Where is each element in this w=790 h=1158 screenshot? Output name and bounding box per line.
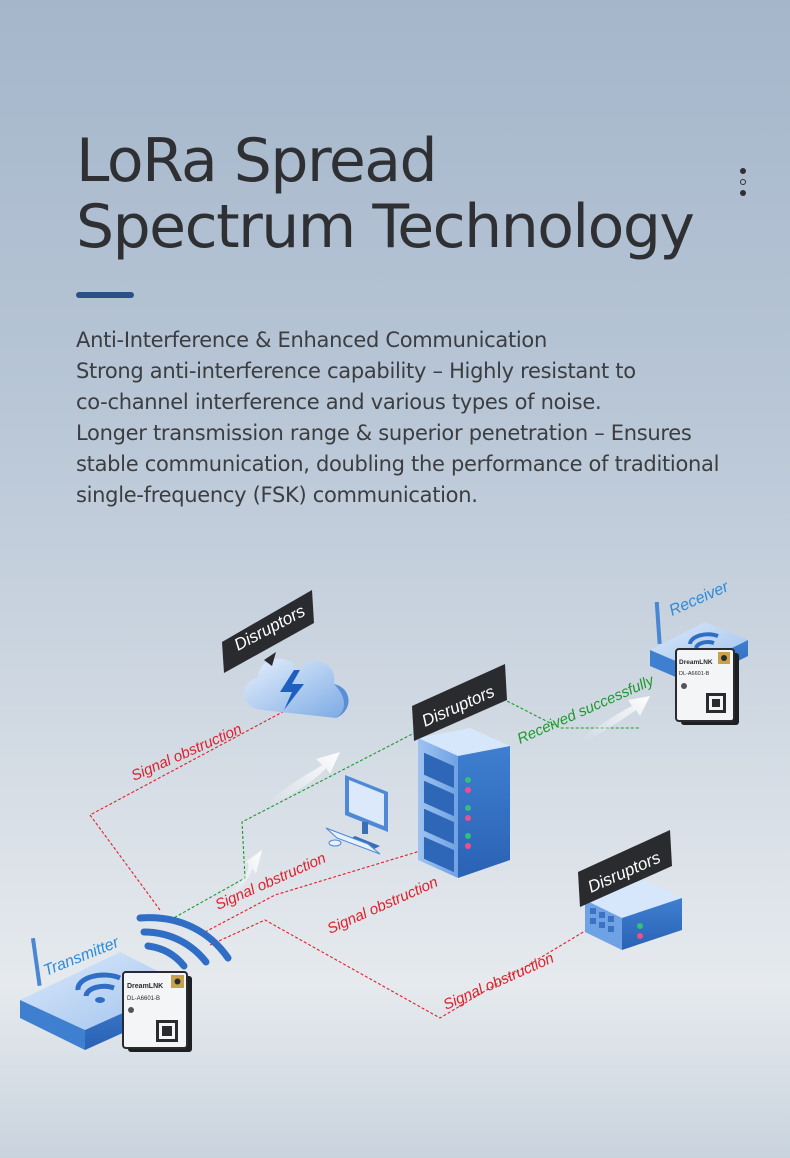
interference-diagram: DreamLNK DL-A6601-B DreamLNK DL-A6601-B … <box>20 578 748 1052</box>
intro-line-4: Longer transmission range & superior pen… <box>76 421 692 445</box>
transmitter-module-brand: DreamLNK <box>127 983 163 990</box>
receiver-module-icon: DreamLNK DL-A6601-B <box>675 648 739 725</box>
title-line-2: Spectrum Technology <box>76 192 695 262</box>
receiver-module-model: DL-A6601-B <box>679 671 710 677</box>
intro-line-1: Anti-Interference & Enhanced Communicati… <box>76 328 547 352</box>
obstruction-label-switch: Signal obstruction <box>441 950 557 1014</box>
dot-icon <box>740 190 746 196</box>
flow-arrow-1 <box>230 850 262 896</box>
flow-arrows <box>230 696 650 896</box>
transmitter-module-model: DL-A6601-B <box>127 996 160 1002</box>
obstruction-label-server: Signal obstruction <box>325 874 441 938</box>
intro-line-6: single-frequency (FSK) communication. <box>76 483 478 507</box>
transmitter-module-icon: DreamLNK DL-A6601-B <box>122 971 192 1052</box>
dot-icon <box>740 179 746 185</box>
flow-arrow-2 <box>270 752 340 806</box>
intro-line-2: Strong anti-interference capability – Hi… <box>76 359 636 383</box>
server-icon <box>418 728 510 878</box>
more-options-icon[interactable] <box>738 168 748 200</box>
red-path-server <box>204 847 431 933</box>
intro-line-3: co-channel interference and various type… <box>76 390 602 414</box>
title-accent-bar <box>76 292 134 298</box>
dot-icon <box>740 168 746 174</box>
title-line-1: LoRa Spread <box>76 126 438 196</box>
signal-paths <box>89 699 640 1019</box>
disruptor-tag-cloud: Disruptors <box>222 590 314 673</box>
disruptor-tag-server: Disruptors <box>412 664 507 741</box>
computer-icon <box>325 775 388 855</box>
receiver-module-brand: DreamLNK <box>679 659 713 666</box>
red-path-switch <box>209 919 601 1019</box>
obstruction-label-cloud: Signal obstruction <box>129 721 245 785</box>
intro-text: Anti-Interference & Enhanced Communicati… <box>76 325 766 511</box>
receiver-label: Receiver <box>667 578 732 619</box>
intro-line-5: stable communication, doubling the perfo… <box>76 452 720 476</box>
obstruction-label-computer: Signal obstruction <box>213 850 329 914</box>
flow-arrow-3 <box>585 696 650 742</box>
radio-waves-icon <box>136 914 232 970</box>
page-title: LoRa Spread Spectrum Technology <box>76 128 716 260</box>
switch-icon <box>585 880 682 950</box>
cloud-disruptor-icon <box>244 658 349 718</box>
